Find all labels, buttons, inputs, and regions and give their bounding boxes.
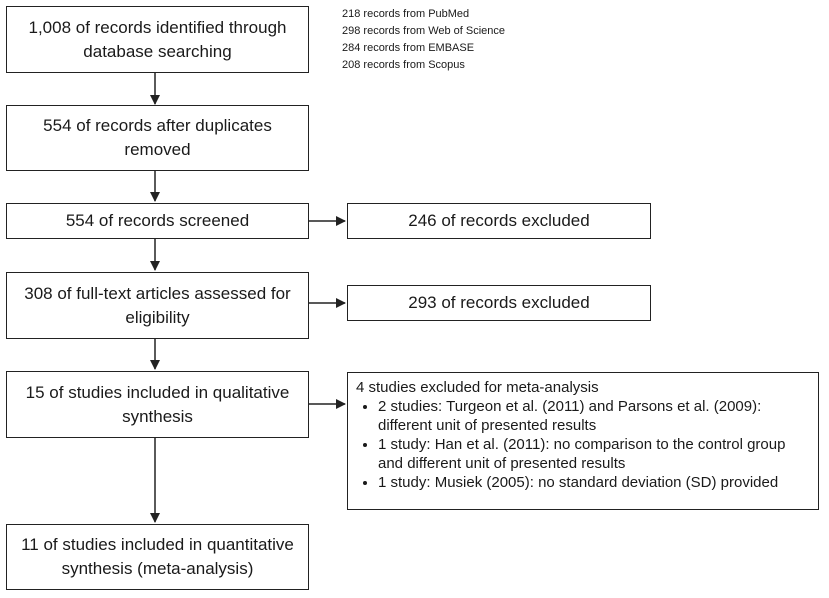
box-meta-analysis-exclusion: 4 studies excluded for meta-analysis 2 s… bbox=[347, 372, 819, 510]
box-records-screened: 554 of records screened bbox=[6, 203, 309, 239]
box-after-duplicates-line-2: removed bbox=[124, 140, 191, 159]
box-qualitative-synthesis-line-1: 15 of studies included in qualitative bbox=[25, 382, 290, 402]
box-fulltext-assessed: 308 of full-text articles assessed for e… bbox=[6, 272, 309, 339]
source-embase: 284 records from EMBASE bbox=[342, 42, 475, 54]
meta-exclusion-item: 1 study: Han et al. (2011): no compariso… bbox=[378, 435, 810, 473]
source-pubmed: 218 records from PubMed bbox=[342, 8, 470, 20]
box-qualitative-synthesis-line-2: synthesis bbox=[122, 406, 193, 426]
source-scopus: 208 records from Scopus bbox=[342, 59, 465, 71]
meta-exclusion-title: 4 studies excluded for meta-analysis bbox=[356, 379, 599, 396]
meta-exclusion-list: 2 studies: Turgeon et al. (2011) and Par… bbox=[356, 397, 810, 492]
meta-exclusion-item: 1 study: Musiek (2005): no standard devi… bbox=[378, 473, 810, 492]
box-quantitative-synthesis-line-2: synthesis (meta-analysis) bbox=[61, 559, 254, 578]
box-screened-excluded: 246 of records excluded bbox=[347, 203, 651, 239]
box-fulltext-excluded: 293 of records excluded bbox=[347, 285, 651, 321]
source-web-of-science: 298 records from Web of Science bbox=[342, 25, 506, 37]
box-records-screened-line-1: 554 of records screened bbox=[65, 211, 250, 230]
box-records-identified: 1,008 of records identified through data… bbox=[6, 6, 309, 73]
box-records-identified-line-2: database searching bbox=[83, 41, 232, 61]
box-records-identified-line-1: 1,008 of records identified through bbox=[28, 17, 287, 37]
box-qualitative-synthesis: 15 of studies included in qualitative sy… bbox=[6, 371, 309, 438]
meta-exclusion-item: 2 studies: Turgeon et al. (2011) and Par… bbox=[378, 397, 810, 435]
box-fulltext-assessed-line-2: eligibility bbox=[125, 307, 190, 327]
box-screened-excluded-label: 246 of records excluded bbox=[408, 211, 590, 230]
box-quantitative-synthesis: 11 of studies included in quantitative s… bbox=[6, 524, 309, 590]
box-after-duplicates: 554 of records after duplicates removed bbox=[6, 105, 309, 171]
box-after-duplicates-line-1: 554 of records after duplicates bbox=[43, 116, 272, 135]
box-fulltext-assessed-line-1: 308 of full-text articles assessed for bbox=[24, 283, 291, 303]
box-fulltext-excluded-label: 293 of records excluded bbox=[408, 293, 590, 312]
box-quantitative-synthesis-line-1: 11 of studies included in quantitative bbox=[21, 535, 294, 554]
database-sources: 218 records from PubMed 298 records from… bbox=[342, 6, 505, 74]
